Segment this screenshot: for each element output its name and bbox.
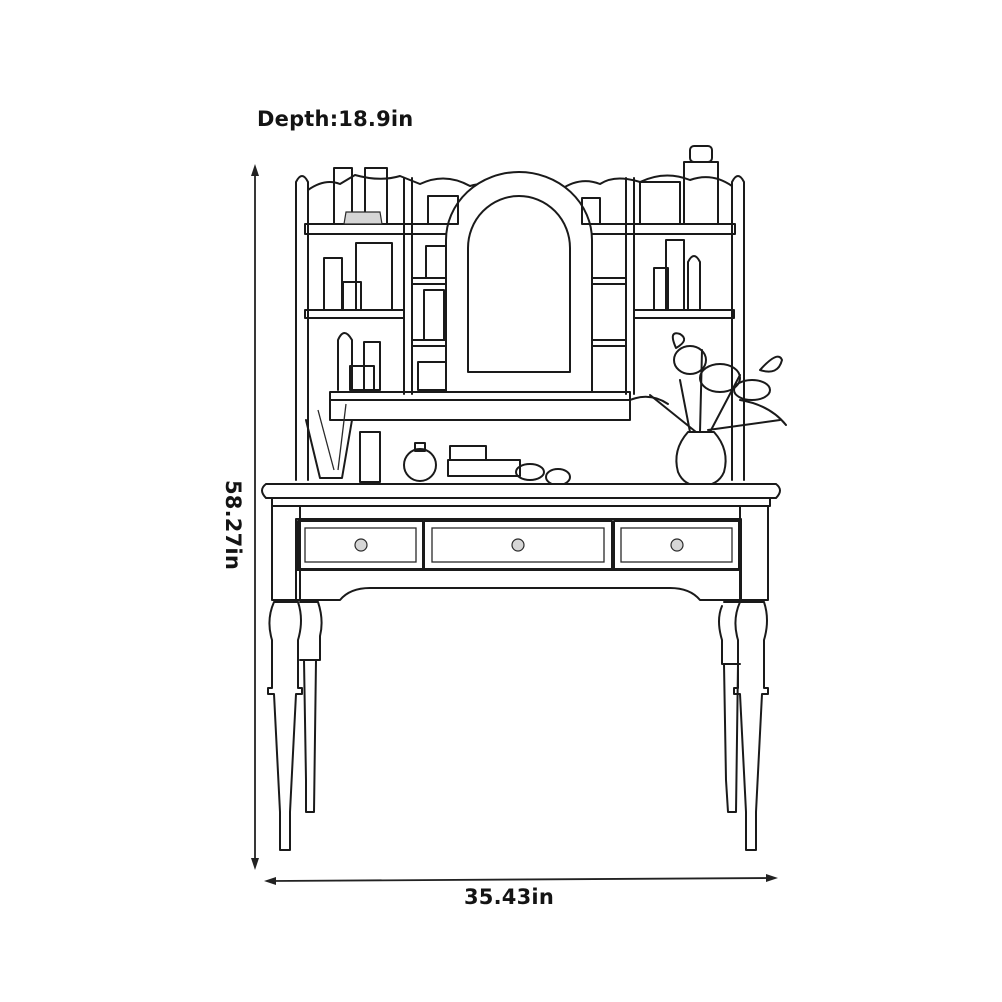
width-dimension-line bbox=[264, 874, 778, 885]
arrow-left-icon bbox=[264, 877, 276, 885]
arrow-right-icon bbox=[766, 874, 778, 882]
arrow-up-icon bbox=[251, 164, 259, 176]
depth-dimension-label: Depth:18.9in bbox=[257, 107, 414, 131]
front-left-leg bbox=[267, 601, 303, 851]
front-right-leg bbox=[733, 601, 769, 851]
hutch bbox=[295, 174, 745, 481]
back-right-leg bbox=[718, 601, 741, 813]
knob-icon bbox=[670, 538, 684, 552]
drawer-center[interactable] bbox=[423, 520, 613, 570]
knob-icon bbox=[511, 538, 525, 552]
width-dimension-label: 35.43in bbox=[464, 885, 554, 909]
flower-vase bbox=[629, 332, 787, 487]
shelf-items bbox=[323, 145, 719, 391]
back-left-leg bbox=[299, 601, 323, 813]
height-dimension-line bbox=[251, 164, 259, 870]
drawer-right[interactable] bbox=[613, 520, 740, 570]
desk-top bbox=[261, 483, 781, 507]
arched-mirror bbox=[445, 171, 593, 393]
arrow-down-icon bbox=[251, 858, 259, 870]
desktop-items bbox=[305, 403, 571, 486]
knob-icon bbox=[354, 538, 368, 552]
drawer-left[interactable] bbox=[297, 520, 424, 570]
